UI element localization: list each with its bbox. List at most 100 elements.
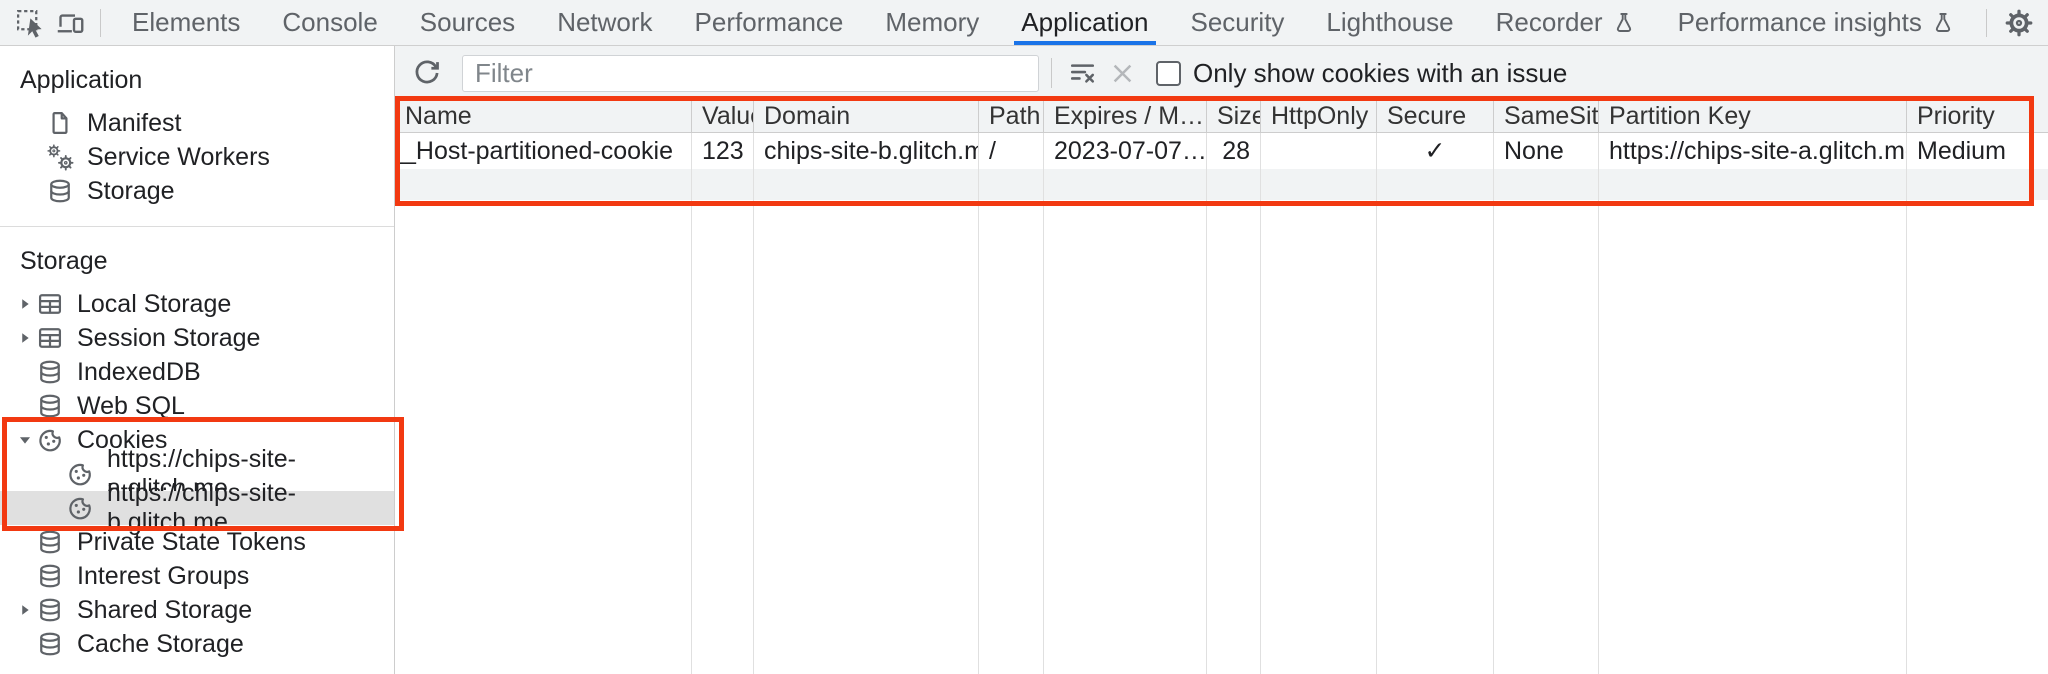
toolbar-right-icons (1976, 0, 2048, 45)
application-sidebar: Application Manifest Service Workers Sto… (0, 46, 404, 674)
chevron-right-icon[interactable] (14, 293, 36, 315)
empty-cell (754, 169, 979, 200)
tab-memory[interactable]: Memory (864, 0, 1000, 45)
column-header-samesite[interactable]: SameSite (1494, 100, 1599, 132)
column-header-size[interactable]: Size (1207, 100, 1261, 132)
cookie-icon (36, 426, 64, 454)
application-section: Application Manifest Service Workers Sto… (0, 62, 394, 208)
table-icon (36, 290, 64, 318)
sidebar-item-shared-storage[interactable]: Shared Storage (0, 593, 394, 627)
inspect-icon[interactable] (10, 3, 50, 43)
column-header-httponly[interactable]: HttpOnly (1261, 100, 1377, 132)
cookies-panel: Only show cookies with an issue Name Val… (395, 46, 2048, 674)
tab-label: Sources (419, 7, 516, 37)
cell-expires[interactable]: 2023-07-07… (1044, 133, 1207, 169)
cell-partition-key[interactable]: https://chips-site-a.glitch.me (1599, 133, 1907, 169)
empty-cell (1907, 169, 2048, 200)
flask-icon (1612, 11, 1636, 35)
empty-cell (395, 169, 692, 200)
cookies-tree-group: Cookies https://chips-site-a.glitch.me h… (0, 417, 404, 536)
sidebar-item-storage[interactable]: Storage (0, 174, 394, 208)
sidebar-item-label: Manifest (87, 108, 182, 137)
sidebar-item-cache-storage[interactable]: Cache Storage (0, 627, 394, 661)
cookie-table-header: Name Value Domain Path Expires / M… Size… (395, 100, 2048, 133)
tab-label: Elements (132, 7, 241, 37)
tab-application[interactable]: Application (1000, 0, 1169, 45)
column-header-domain[interactable]: Domain (754, 100, 979, 132)
tab-recorder[interactable]: Recorder (1475, 0, 1657, 45)
tab-performance-insights[interactable]: Performance insights (1657, 0, 1976, 45)
sidebar-item-service-workers[interactable]: Service Workers (0, 140, 394, 174)
tab-console[interactable]: Console (261, 0, 398, 45)
filter-input[interactable] (462, 54, 1039, 92)
cell-priority[interactable]: Medium (1917, 136, 2006, 165)
toolbar-divider (1985, 8, 1987, 37)
sidebar-item-label: IndexedDB (77, 357, 201, 386)
cell-name[interactable]: __Host-partitioned-cookie (395, 133, 692, 169)
chevron-right-icon[interactable] (14, 327, 36, 349)
cookie-icon (66, 460, 94, 488)
tab-performance[interactable]: Performance (674, 0, 865, 45)
more-options-icon[interactable] (2041, 3, 2048, 43)
column-header-expires[interactable]: Expires / M… (1044, 100, 1207, 132)
cell-domain[interactable]: chips-site-b.glitch.me (754, 133, 979, 169)
cookies-toolbar: Only show cookies with an issue (395, 46, 2048, 100)
clear-filter-icon[interactable] (1062, 53, 1102, 93)
tab-lighthouse[interactable]: Lighthouse (1305, 0, 1474, 45)
tab-label: Console (282, 7, 378, 37)
sidebar-item-cookies[interactable]: Cookies (0, 423, 394, 457)
storage-section: Storage Local Storage Session Storage In… (0, 227, 404, 661)
cookie-table-row[interactable]: __Host-partitioned-cookie 123 chips-site… (395, 133, 2048, 169)
only-show-issue-checkbox[interactable] (1156, 60, 1181, 86)
column-line (1044, 100, 1207, 674)
manifest-file-icon (46, 109, 74, 137)
column-header-path[interactable]: Path (979, 100, 1044, 132)
tab-elements[interactable]: Elements (111, 0, 261, 45)
database-icon (46, 177, 74, 205)
sidebar-item-session-storage[interactable]: Session Storage (0, 321, 394, 355)
cookie-table-empty-row[interactable] (395, 169, 2048, 200)
empty-cell (1207, 169, 1261, 200)
chevron-down-icon[interactable] (14, 429, 36, 451)
refresh-icon[interactable] (407, 53, 447, 93)
sidebar-item-private-state-tokens[interactable]: Private State Tokens (0, 525, 394, 559)
cell-samesite[interactable]: None (1494, 133, 1599, 169)
tab-network[interactable]: Network (536, 0, 673, 45)
cell-path[interactable]: / (979, 133, 1044, 169)
column-header-partition-key[interactable]: Partition Key (1599, 100, 1907, 132)
devtools-tab-strip: Elements Console Sources Network Perform… (111, 0, 1976, 45)
clear-x-icon[interactable] (1102, 53, 1142, 93)
sidebar-item-label: Session Storage (77, 323, 261, 352)
toolbar-divider (1051, 58, 1052, 88)
cell-size[interactable]: 28 (1207, 133, 1261, 169)
sidebar-item-indexeddb[interactable]: IndexedDB (0, 355, 394, 389)
sidebar-item-web-sql[interactable]: Web SQL (0, 389, 394, 423)
column-header-name[interactable]: Name (395, 100, 692, 132)
chevron-right-icon[interactable] (14, 599, 36, 621)
sidebar-item-cookies-chips-site-b[interactable]: https://chips-site-b.glitch.me (0, 479, 394, 536)
sidebar-item-local-storage[interactable]: Local Storage (0, 287, 394, 321)
cell-secure-checkmark[interactable]: ✓ (1377, 133, 1494, 169)
sidebar-item-label: Cache Storage (77, 629, 244, 658)
column-line (1494, 100, 1599, 674)
cell-httponly[interactable] (1261, 133, 1377, 169)
column-line (1599, 100, 1907, 674)
sidebar-item-label: Local Storage (77, 289, 232, 318)
tab-label: Memory (885, 7, 980, 37)
settings-gear-icon[interactable] (1997, 3, 2041, 43)
tab-sources[interactable]: Sources (399, 0, 536, 45)
column-line (395, 100, 692, 674)
column-header-secure[interactable]: Secure (1377, 100, 1494, 132)
tab-security[interactable]: Security (1170, 0, 1306, 45)
column-header-priority[interactable]: Priority (1917, 101, 1995, 130)
database-icon (36, 358, 64, 386)
sidebar-item-interest-groups[interactable]: Interest Groups (0, 559, 394, 593)
cell-value[interactable]: 123 (692, 133, 754, 169)
toggle-device-toolbar-icon[interactable] (50, 3, 90, 43)
devtools-content: Application Manifest Service Workers Sto… (0, 46, 2048, 674)
sidebar-item-manifest[interactable]: Manifest (0, 106, 394, 140)
empty-cell (692, 169, 754, 200)
storage-section-title: Storage (20, 246, 108, 275)
flask-icon (1931, 11, 1955, 35)
column-header-value[interactable]: Value (692, 100, 754, 132)
